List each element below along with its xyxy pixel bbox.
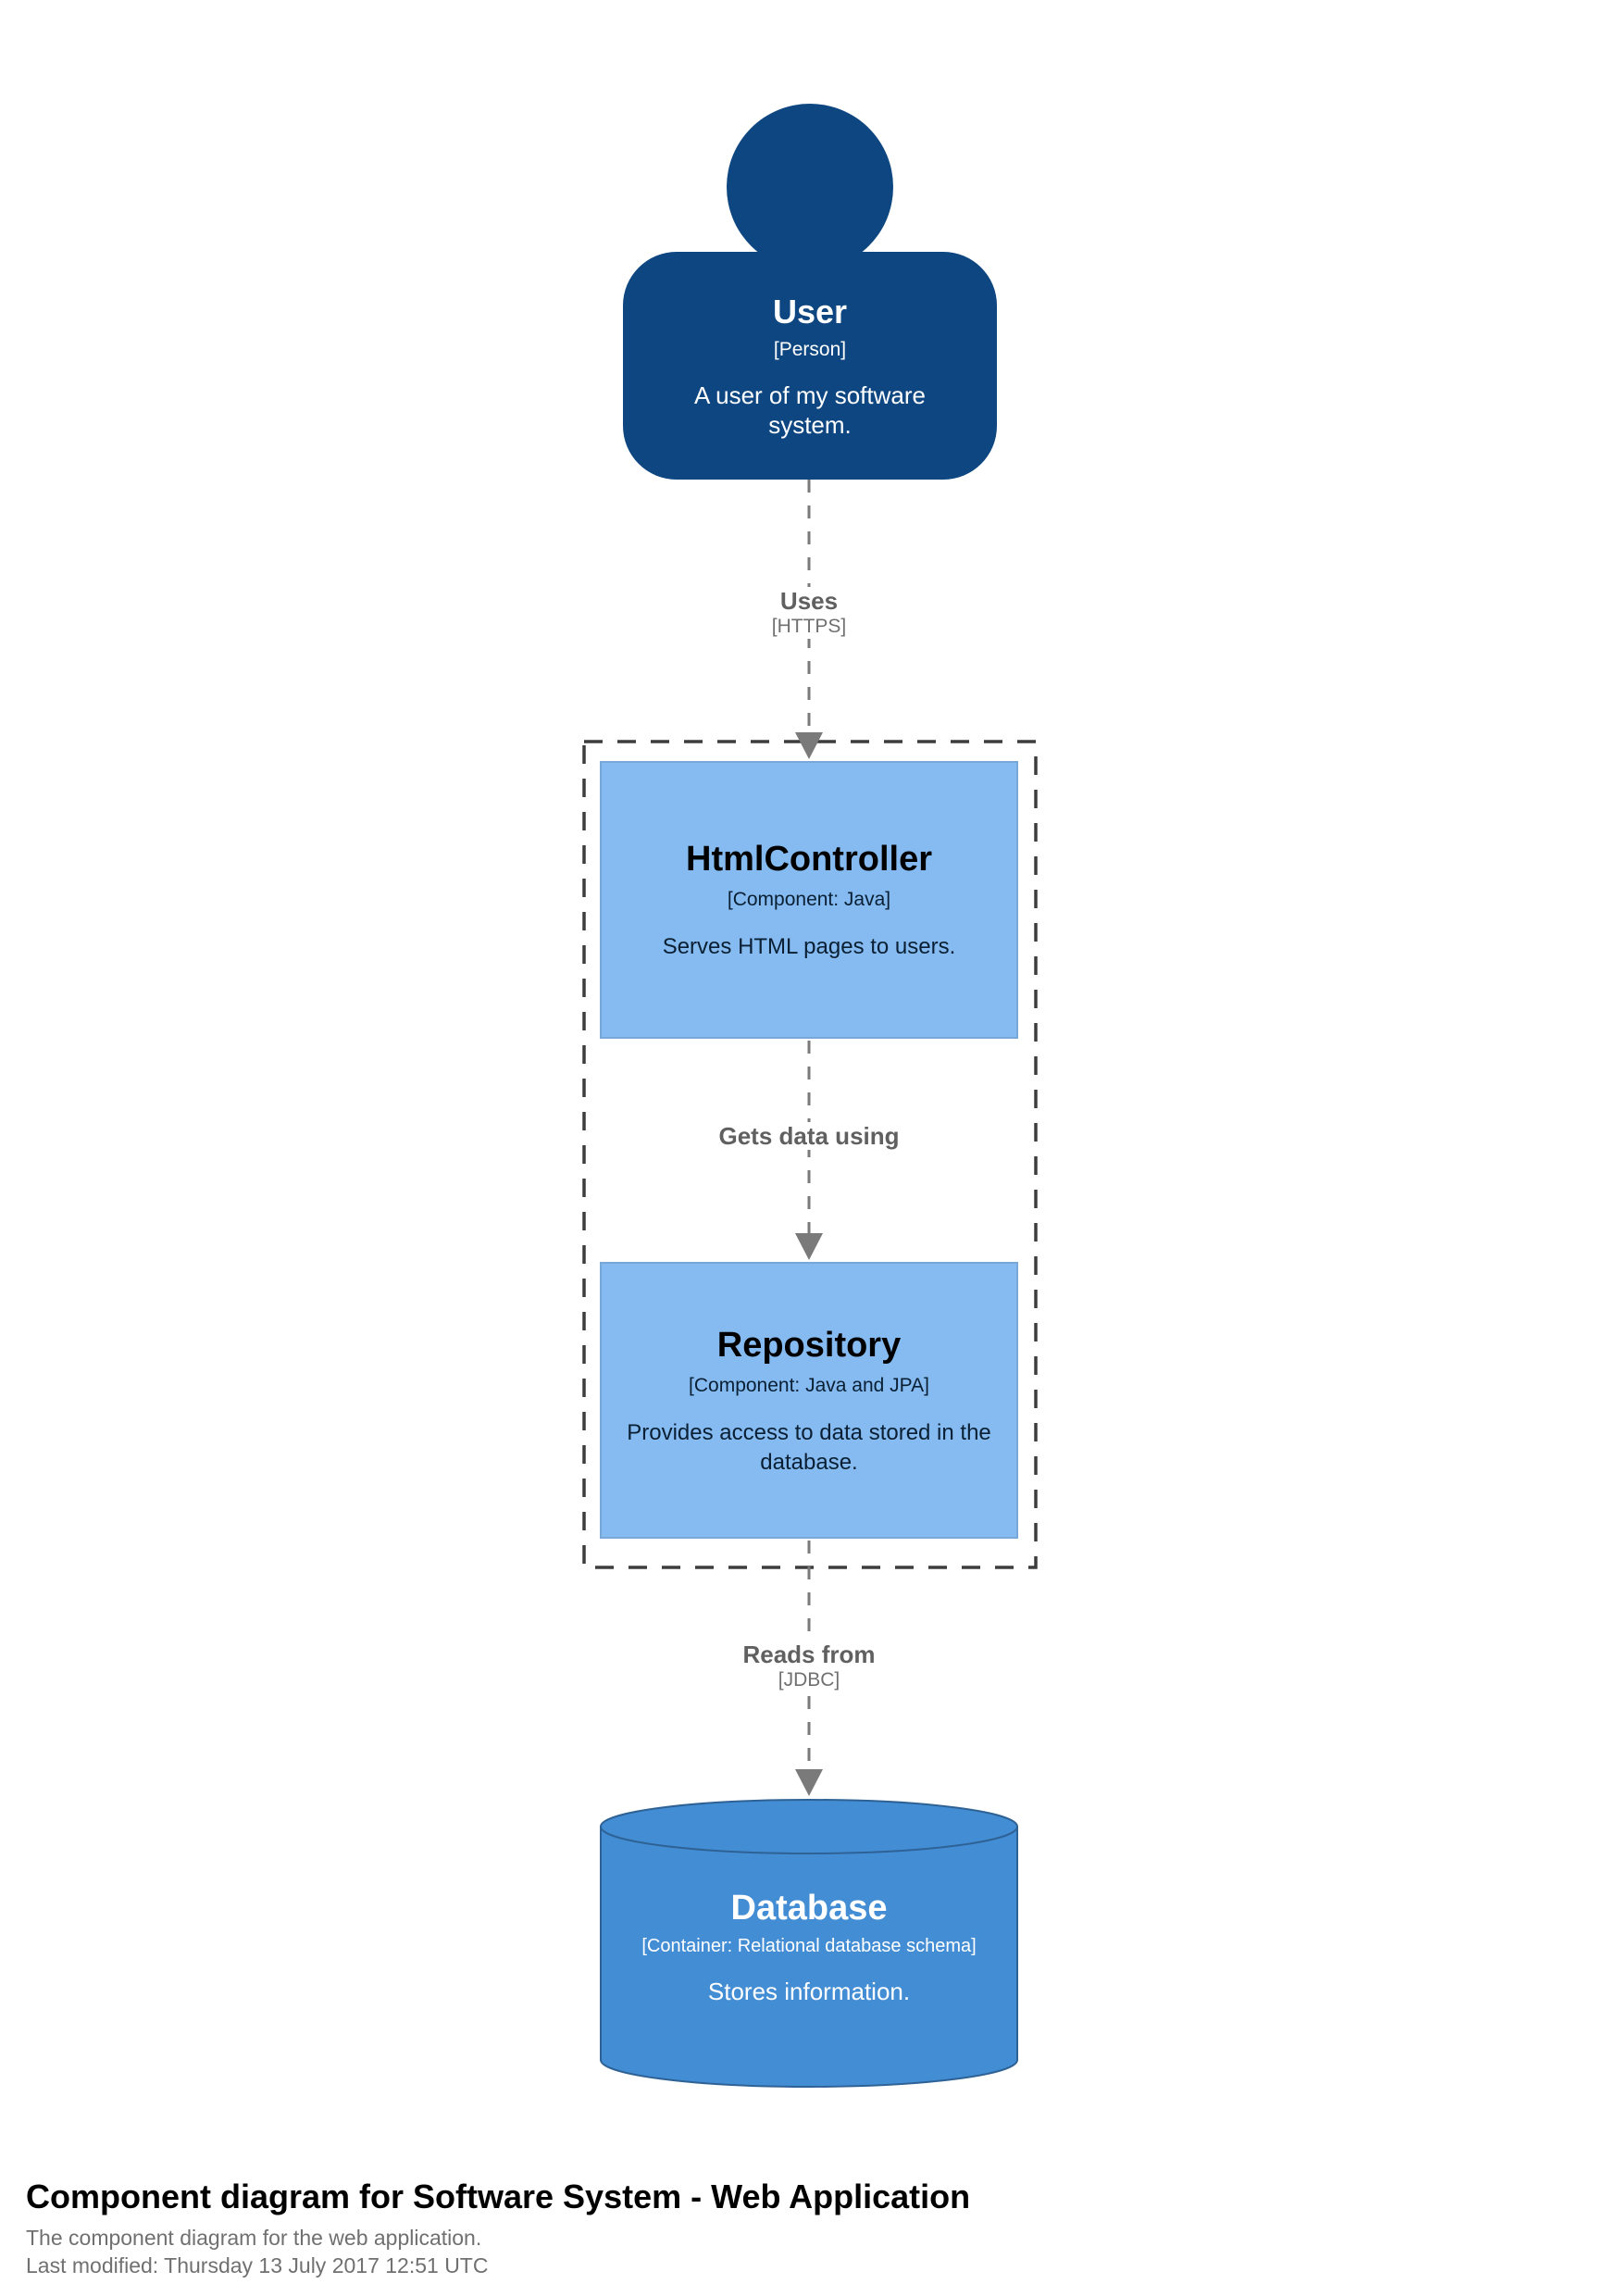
node-meta: [Component: Java and JPA]	[689, 1374, 929, 1396]
relationship-name: Gets data using	[718, 1122, 900, 1150]
node-description: Provides access to data stored in the da…	[627, 1419, 991, 1475]
diagram-title: Component diagram for Software System - …	[26, 2177, 971, 2215]
node-meta: [Component: Java]	[727, 889, 891, 910]
cylinder-top-rim	[600, 1826, 1018, 1854]
node-htmlcontroller[interactable]: HtmlController [Component: Java] Serves …	[600, 761, 1018, 1039]
relationship-label-gets-data-using: Gets data using	[709, 1122, 909, 1150]
cylinder-body	[600, 1799, 1018, 2088]
node-name: Database	[730, 1889, 888, 1928]
node-description: Stores information.	[707, 1978, 911, 2005]
node-meta: [Container: Relational database schema]	[641, 1936, 977, 1956]
node-name: HtmlController	[686, 840, 932, 879]
relationship-name: Uses	[779, 587, 839, 615]
relationship-technology: [HTTPS]	[771, 616, 847, 637]
node-meta: [Person]	[773, 339, 847, 360]
relationship-label-reads-from: Reads from [JDBC]	[733, 1641, 885, 1692]
relationship-label-uses: Uses [HTTPS]	[762, 587, 856, 639]
person-body-shape: User [Person] A user of my software syst…	[623, 252, 997, 480]
diagram-subtitle: The component diagram for the web applic…	[26, 2226, 482, 2250]
last-modified-text: Last modified: Thursday 13 July 2017 12:…	[26, 2253, 489, 2277]
diagram-footer: Component diagram for Software System - …	[26, 2176, 970, 2279]
arrowhead-down-icon	[795, 732, 823, 759]
arrowhead-down-icon	[795, 1769, 823, 1796]
node-user[interactable]: User [Person] A user of my software syst…	[623, 104, 997, 480]
person-head-shape	[727, 104, 893, 270]
database-cylinder-shape	[600, 1799, 1018, 2088]
arrowhead-down-icon	[795, 1233, 823, 1260]
relationship-technology: [JDBC]	[778, 1669, 840, 1691]
node-database[interactable]: Database [Container: Relational database…	[600, 1799, 1018, 2088]
node-description: Serves HTML pages to users.	[662, 934, 956, 959]
node-description: A user of my software system.	[694, 381, 926, 439]
database-text: Database [Container: Relational database…	[600, 1799, 1018, 2088]
node-name: User	[772, 293, 848, 331]
node-name: Repository	[716, 1325, 902, 1365]
relationship-name: Reads from	[742, 1641, 876, 1668]
node-repository[interactable]: Repository [Component: Java and JPA] Pro…	[600, 1262, 1018, 1539]
